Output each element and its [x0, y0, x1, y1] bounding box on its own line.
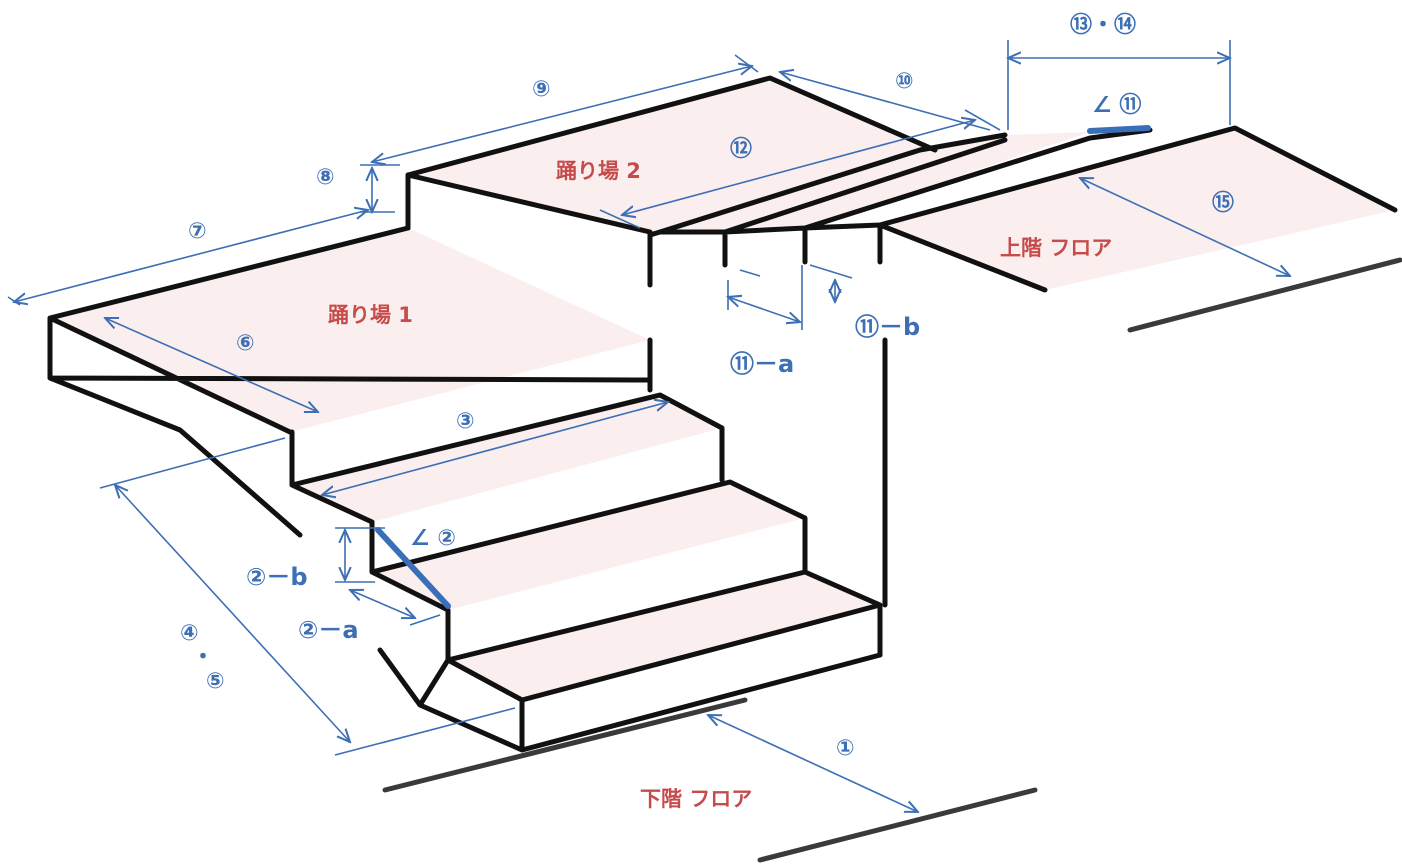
area-labels: 踊り場 1 踊り場 2 上階 フロア 下階 フロア	[328, 159, 1112, 811]
step-tread-c	[448, 572, 880, 700]
dim45-ext-top	[99, 437, 286, 489]
dim9-line	[372, 66, 752, 162]
floor-lines	[382, 257, 1402, 863]
label-d11b: ⑪－b	[855, 313, 920, 341]
dim7-line	[14, 210, 368, 302]
lower-floor-line-left	[382, 697, 748, 793]
angle2-line	[375, 527, 451, 609]
label-d2a: ②－a	[298, 616, 359, 644]
angle11-line	[1087, 125, 1151, 134]
label-d45-b: ⑤	[206, 669, 225, 694]
label-d1: ①	[836, 736, 855, 761]
label-d1314: ⑬・⑭	[1070, 12, 1136, 38]
dim9-ext	[734, 54, 759, 73]
dim6-line	[105, 318, 318, 412]
label-d45-a: ④	[180, 621, 199, 646]
label-landing2: 踊り場 2	[556, 159, 641, 183]
surfaces	[50, 78, 1395, 700]
label-landing1: 踊り場 1	[328, 303, 413, 327]
label-d15: ⑮	[1212, 190, 1234, 216]
upper-floor-edge	[877, 222, 1048, 293]
label-d8: ⑧	[316, 165, 335, 190]
dim1-line	[708, 715, 918, 812]
dim3-line	[322, 402, 668, 495]
lower-floor-line-right	[757, 787, 1038, 863]
label-d9: ⑨	[532, 77, 551, 102]
dim12-ext	[599, 209, 641, 229]
label-d45-dot: ・	[192, 645, 214, 670]
landing1-surface	[50, 228, 650, 432]
dim2a-line	[350, 590, 415, 618]
dim45-line	[115, 485, 350, 742]
label-d6: ⑥	[236, 331, 255, 356]
dim11b-ext-top	[809, 264, 853, 279]
dimension-lines	[7, 40, 1290, 812]
dimension-labels: ① ②－a ②－b ∠ ② ③ ④ ・ ⑤ ⑥ ⑦ ⑧ ⑨ ⑩ ⑪－a ⑪－b …	[180, 12, 1234, 761]
dim45-ext-bot	[334, 707, 516, 756]
lower-steps-outline	[289, 392, 883, 753]
label-d3: ③	[456, 409, 475, 434]
dim10-ext	[964, 109, 1001, 131]
dim11a-line	[728, 297, 800, 322]
label-d11a: ⑪－a	[730, 350, 794, 378]
dim7-ext	[7, 296, 21, 306]
step-tread-b	[372, 482, 805, 610]
label-upper-floor: 上階 フロア	[1000, 236, 1112, 260]
dim2a-ext	[409, 614, 441, 626]
dim12-line	[622, 120, 975, 215]
label-d12: ⑫	[730, 136, 752, 162]
label-d10: ⑩	[895, 69, 914, 94]
label-d7: ⑦	[188, 219, 207, 244]
dim11b-ext-bot	[739, 269, 761, 277]
label-d2b: ②－b	[246, 563, 308, 591]
angle-lines	[375, 125, 1151, 609]
dim15-line	[1080, 178, 1290, 276]
label-lower-floor: 下階 フロア	[640, 787, 752, 811]
upper-floor-line	[1127, 257, 1402, 333]
label-angle11: ∠ ⑪	[1092, 92, 1141, 118]
label-angle2: ∠ ②	[410, 526, 456, 551]
